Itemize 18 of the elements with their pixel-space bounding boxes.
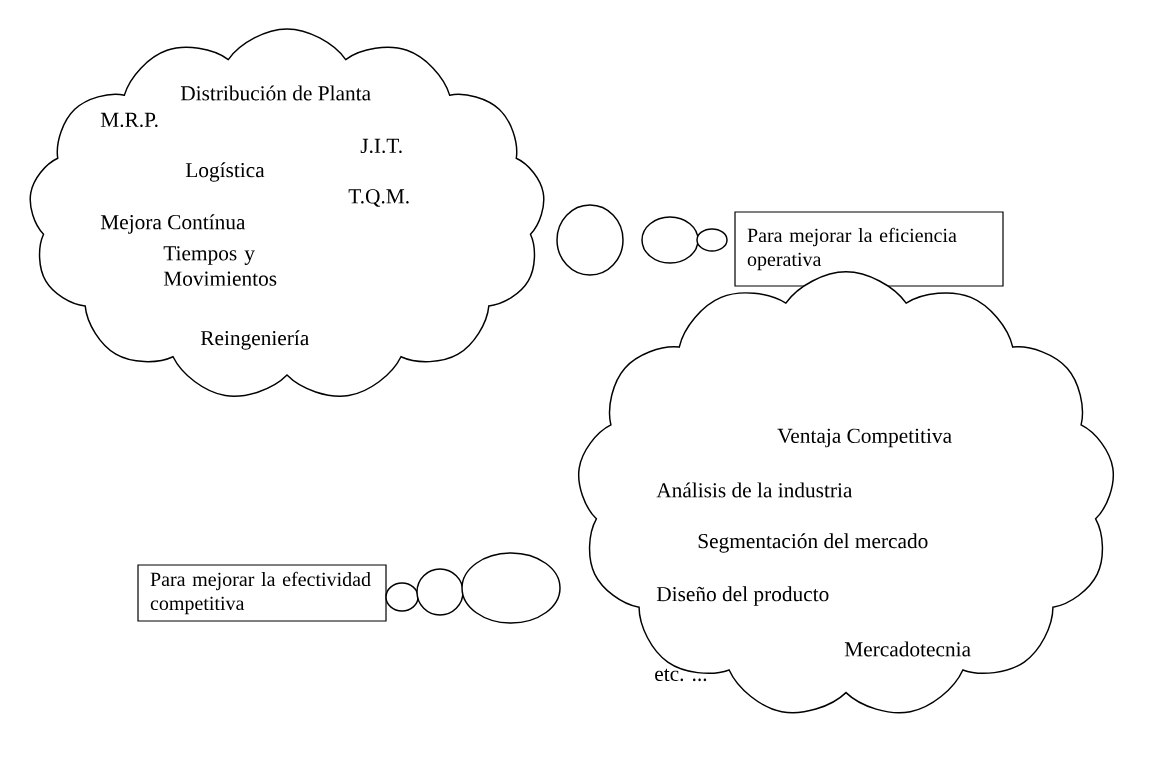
thought-bubble — [696, 228, 728, 252]
list-item: Segmentación del mercado — [698, 533, 928, 553]
thought-bubble — [385, 582, 419, 612]
list-item: T.Q.M. — [348, 189, 409, 207]
list-item: Distribución de Planta — [180, 85, 371, 101]
list-item: M.R.P. — [100, 112, 158, 128]
list-item: Logística — [185, 162, 265, 182]
list-item: J.I.T. — [360, 138, 402, 154]
list-item: etc. ... — [655, 668, 707, 682]
list-item: Diseño del producto — [656, 586, 829, 606]
list-item: Mercadotecnia — [844, 641, 971, 657]
thought-bubble — [556, 204, 624, 276]
list-item: Reingeniería — [200, 330, 309, 350]
list-item: Mejora Contínua — [100, 214, 246, 234]
text-box: Para mejorar la eficiencia operativa — [734, 211, 1004, 287]
list-item: Ventaja Competitiva — [777, 428, 952, 448]
list-item: Análisis de la industria — [656, 482, 853, 498]
list-item: Tiempos y Movimientos — [163, 246, 277, 286]
